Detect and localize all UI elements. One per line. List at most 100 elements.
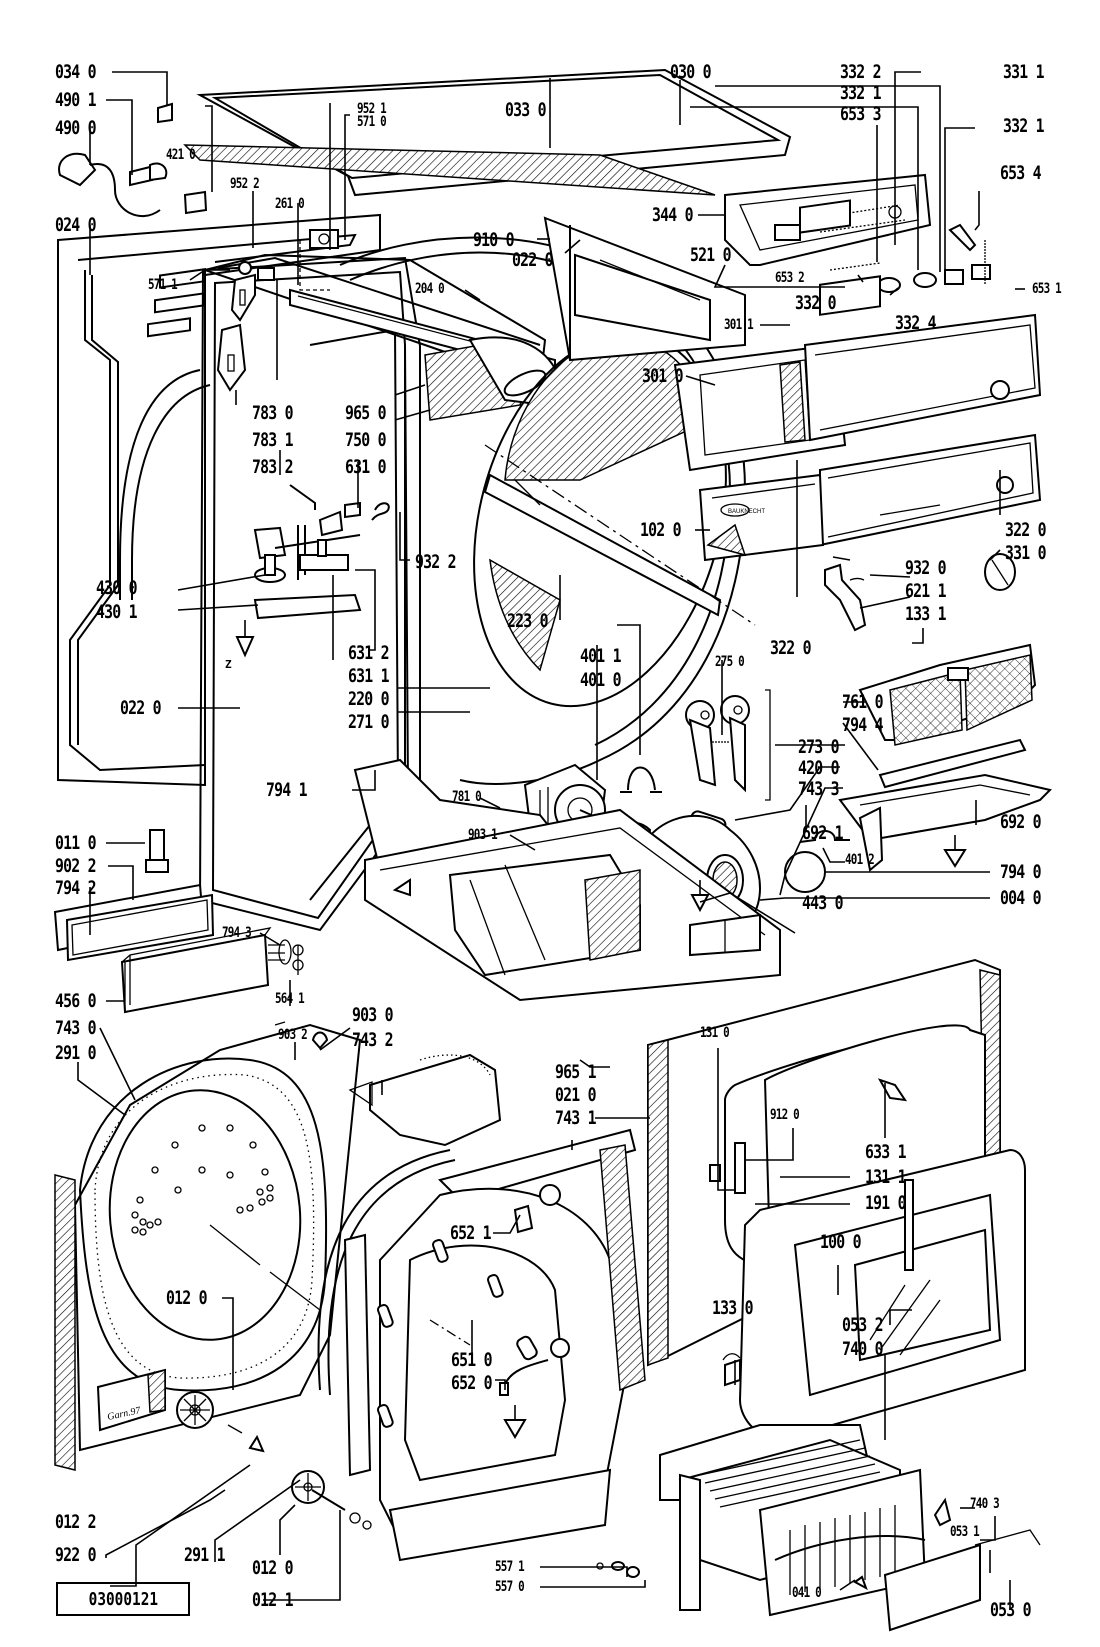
part-label: 621 1 [905,580,947,602]
power-cord [58,102,208,217]
heating-element [120,927,292,1014]
part-label: 652 1 [450,1222,492,1244]
part-label: 443 0 [802,892,844,914]
part-label: 322 0 [770,637,812,659]
part-label: 965 0 [345,402,387,424]
filter-gasket [878,738,1027,789]
part-label: 012 1 [252,1589,294,1611]
part-label: 021 0 [555,1084,597,1106]
part-label: 191 0 [865,1192,907,1214]
part-label: 261 0 [275,196,305,212]
part-label: 053 2 [842,1314,884,1336]
part-label: 332 1 [1003,115,1045,137]
part-label: 332 4 [895,312,937,334]
heater-duct [348,1053,502,1147]
part-label: 133 0 [712,1297,754,1319]
part-label: 004 0 [1000,887,1042,909]
program-knob [984,553,1016,591]
part-label: 271 0 [348,711,390,733]
door-switch-assembly [216,261,275,392]
part-label: 131 1 [865,1166,907,1188]
part-label: 100 0 [820,1231,862,1253]
part-label: 331 1 [1003,61,1045,83]
part-label: 571 0 [357,114,387,130]
part-label: 633 1 [865,1141,907,1163]
part-label: 053 1 [950,1524,980,1540]
part-label: 631 1 [348,665,390,687]
rear-drum-panel [54,1023,362,1471]
part-label: 743 1 [555,1107,597,1129]
door-hinge-pin [877,1078,908,1102]
part-label: 332 2 [840,61,882,83]
part-label: 692 0 [1000,811,1042,833]
part-label: 033 0 [505,99,547,121]
part-label: 783 1 [252,429,294,451]
part-label: 794 2 [55,877,97,899]
part-label: 275 0 [715,654,745,670]
top-cover-gasket [183,144,716,196]
part-label: 631 0 [345,456,387,478]
direction-marker-z-duct [690,880,710,913]
part-label: 430 1 [96,601,138,623]
part-label: 133 1 [905,603,947,625]
part-label: 401 0 [580,669,622,691]
front-bearing-shield [317,1128,646,1562]
direction-marker-x [943,835,967,868]
part-label: 653 1 [1032,281,1062,297]
part-label: 922 0 [55,1544,97,1566]
part-label: 490 0 [55,117,97,139]
part-label: 952 1 [357,101,387,117]
rear-side-panel [57,213,381,787]
part-label: 024 0 [55,214,97,236]
clamp [799,830,850,843]
part-label: 932 2 [415,551,457,573]
part-label: 273 0 [798,736,840,758]
part-label: 223 0 [507,610,549,632]
bolt [145,829,169,873]
part-label: 903 0 [352,1004,394,1026]
svg-text:Z: Z [225,658,232,671]
part-label: 331 0 [1005,542,1047,564]
part-label: 631 2 [348,642,390,664]
direction-marker-z-pump: Z [225,620,255,671]
part-label: 102 0 [640,519,682,541]
small-clip [274,1021,329,1050]
part-label: 903 1 [468,827,498,843]
part-label: 781 0 [452,789,482,805]
part-label: 012 0 [166,1287,208,1309]
part-label: 740 3 [970,1496,1000,1512]
part-label: 421 0 [166,147,196,163]
part-label: 291 1 [184,1544,226,1566]
part-label: 653 2 [775,270,805,286]
drain-fittings [596,1561,640,1578]
part-label: 653 3 [840,103,882,125]
water-pump-assembly [253,484,390,620]
thermostat [292,944,304,975]
part-label: 740 0 [842,1338,884,1360]
part-label: 743 3 [798,778,840,800]
direction-marker-triangle [248,1434,265,1453]
part-label: 794 0 [1000,861,1042,883]
part-label: 332 0 [795,292,837,314]
part-label: 053 0 [990,1599,1032,1621]
top-latch [299,229,339,291]
reference-number-text: 03000121 [88,1588,158,1610]
filter-housing [838,773,1052,872]
part-label: 131 0 [700,1025,730,1041]
small-clip-041 [853,1575,868,1591]
part-label: 301 1 [724,317,754,333]
heater-cover-plate [53,883,215,962]
water-container-drawer [698,473,825,562]
front-support-wheel [291,1470,372,1530]
part-label: 564 1 [275,991,305,1007]
part-label: 743 0 [55,1017,97,1039]
part-label: 903 2 [278,1027,308,1043]
part-label: 022 0 [120,697,162,719]
part-label: 750 0 [345,429,387,451]
part-label: 012 0 [252,1557,294,1579]
part-label: 783 2 [252,456,294,478]
part-label: 912 0 [770,1107,800,1123]
part-label: 220 0 [348,688,390,710]
direction-marker-x-shield [503,1405,527,1439]
